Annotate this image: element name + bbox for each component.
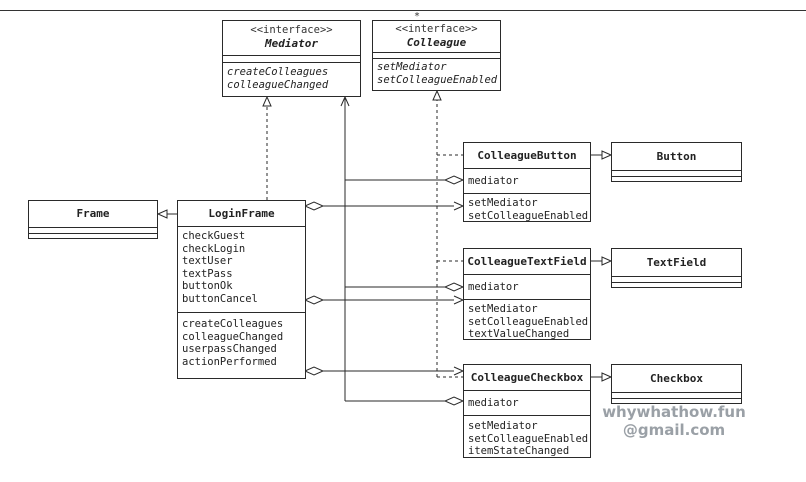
methods-section: setMediator setColleagueEnabled [464, 193, 590, 222]
method-name: setColleagueEnabled [468, 209, 589, 222]
method-name: setColleagueEnabled [468, 315, 589, 328]
method-name: setColleagueEnabled [377, 73, 498, 86]
aggregation-diamond [303, 201, 325, 211]
method-name: setMediator [468, 420, 538, 432]
attributes-section [612, 392, 741, 398]
field-name: checkLogin [182, 242, 246, 255]
colleaguetextfield-class: ColleagueTextField mediator setMediator … [463, 248, 591, 340]
checkbox-class: Checkbox [611, 364, 742, 404]
fields-section: mediator [464, 274, 590, 299]
methods-section: createColleagues colleagueChanged [223, 62, 360, 91]
methods-section [29, 233, 157, 238]
generalization-arrowhead [601, 256, 613, 266]
button-class: Button [611, 142, 742, 182]
method-name: setColleagueEnabled [468, 432, 589, 445]
fields-section: mediator [464, 168, 590, 193]
field-name: checkGuest [182, 230, 246, 242]
watermark-line: whywhathow.fun [602, 403, 746, 421]
loginframe-class: LoginFrame checkGuest checkLogin textUse… [177, 200, 306, 379]
attributes-section [29, 227, 157, 233]
methods-section: setMediator setColleagueEnabled [373, 58, 500, 86]
class-name: ColleagueCheckbox [470, 371, 584, 384]
method-name: createColleagues [182, 318, 284, 330]
methods-section: setMediator setColleagueEnabled itemStat… [464, 415, 590, 458]
generalization-arrowhead [601, 150, 613, 160]
field-name: textUser [182, 255, 233, 268]
attributes-section [612, 170, 741, 176]
field-name: textPass [182, 267, 233, 280]
methods-section [612, 398, 741, 403]
methods-section [612, 176, 741, 181]
realization-colleague-arrowhead [432, 89, 442, 101]
method-name: itemStateChanged [468, 445, 570, 458]
field-name: buttonOk [182, 280, 233, 293]
association-mediator-arrow [340, 95, 350, 107]
association-arrow [453, 201, 465, 211]
aggregation-diamond [303, 366, 325, 376]
aggregation-diamond [443, 282, 465, 292]
aggregation-diamond [303, 295, 325, 305]
mediator-interface: <<interface>> Mediator createColleagues … [222, 20, 361, 97]
field-name: mediator [468, 281, 519, 293]
aggregation-diamond [443, 175, 465, 185]
class-name: Checkbox [650, 372, 703, 385]
class-name: TextField [646, 256, 707, 269]
method-name: colleagueChanged [182, 330, 284, 343]
stereotype-label: <<interface>> [250, 24, 333, 36]
methods-section: createColleagues colleagueChanged userpa… [178, 312, 305, 368]
method-name: userpassChanged [182, 343, 277, 356]
method-name: setMediator [468, 197, 538, 209]
class-name: ColleagueTextField [467, 255, 587, 268]
asterisk-mark: * [414, 11, 420, 22]
attributes-section [373, 52, 500, 58]
class-name: Mediator [265, 37, 318, 50]
method-name: colleagueChanged [227, 78, 329, 91]
aggregation-diamond [443, 396, 465, 406]
class-name: LoginFrame [208, 207, 275, 220]
method-name: setMediator [468, 303, 538, 315]
attributes-section [612, 276, 741, 282]
realization-arrowhead [262, 95, 272, 107]
class-name: Colleague [406, 36, 467, 49]
class-name: ColleagueButton [477, 149, 577, 162]
method-name: createColleagues [227, 66, 329, 78]
methods-section: setMediator setColleagueEnabled textValu… [464, 299, 590, 341]
class-name: Frame [76, 207, 110, 220]
frame-class: Frame [28, 200, 158, 239]
association-arrow [453, 366, 465, 376]
method-name: actionPerformed [182, 355, 277, 368]
method-name: setMediator [377, 61, 447, 73]
generalization-arrowhead [601, 372, 613, 382]
field-name: mediator [468, 175, 519, 187]
field-name: buttonCancel [182, 292, 258, 305]
colleaguebutton-class: ColleagueButton mediator setMediator set… [463, 142, 591, 222]
methods-section [612, 282, 741, 287]
method-name: textValueChanged [468, 328, 570, 341]
field-name: mediator [468, 397, 519, 409]
fields-section: mediator [464, 390, 590, 415]
top-rule [0, 10, 806, 11]
watermark-line: @gmail.com [622, 421, 726, 439]
textfield-class: TextField [611, 248, 742, 288]
watermark: whywhathow.fun @gmail.com [584, 403, 764, 439]
association-arrow [453, 295, 465, 305]
class-name: Button [656, 150, 697, 163]
stereotype-label: <<interface>> [395, 23, 478, 35]
fields-section: checkGuest checkLogin textUser textPass … [178, 226, 305, 312]
generalization-arrowhead [156, 209, 168, 219]
attributes-section [223, 55, 360, 62]
colleague-interface: <<interface>> Colleague setMediator setC… [372, 20, 501, 91]
colleaguecheckbox-class: ColleagueCheckbox mediator setMediator s… [463, 364, 591, 458]
